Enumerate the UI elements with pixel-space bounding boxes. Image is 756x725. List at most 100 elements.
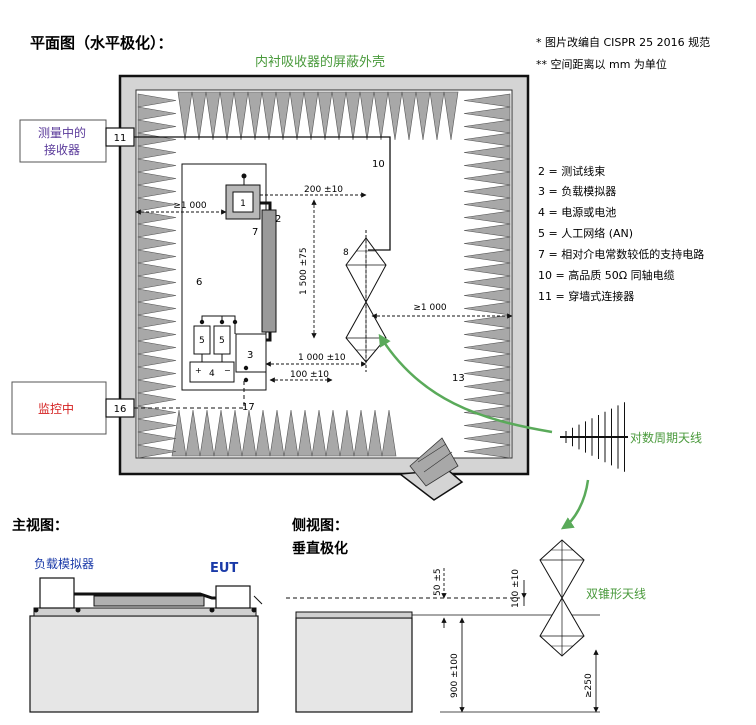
connector-16-label: 16 bbox=[114, 404, 127, 415]
absorber-cone bbox=[137, 184, 177, 199]
label-1: 1 bbox=[240, 199, 246, 209]
absorber-cone bbox=[171, 409, 187, 457]
absorber-cone bbox=[137, 301, 177, 316]
absorber-cone bbox=[429, 91, 445, 141]
absorber-cone bbox=[339, 409, 355, 457]
absorber-cone bbox=[463, 392, 511, 407]
side-dim-900: 900 ±100 bbox=[450, 653, 460, 698]
absorber-cone bbox=[137, 431, 177, 446]
absorber-cone bbox=[463, 353, 511, 368]
absorber-cone bbox=[463, 184, 511, 199]
dim-200: 200 ±10 bbox=[304, 185, 343, 195]
absorber-cone bbox=[213, 409, 229, 457]
log-antenna-label: 对数周期天线 bbox=[630, 430, 702, 445]
log-periodic-antenna bbox=[560, 402, 628, 472]
biconical-antenna-plan bbox=[345, 230, 387, 372]
dim-1000-right: ≥1 000 bbox=[413, 303, 447, 313]
receiver-label-1: 测量中的 bbox=[38, 125, 86, 140]
label-5a: 5 bbox=[199, 336, 205, 346]
shield-label: 内衬吸收器的屏蔽外壳 bbox=[255, 54, 385, 70]
label-4: 4 bbox=[209, 369, 215, 379]
absorber-cone bbox=[463, 223, 511, 238]
absorber-cone bbox=[241, 409, 257, 457]
label-8: 8 bbox=[343, 248, 349, 258]
absorber-cone bbox=[137, 106, 177, 121]
front-view-drawing bbox=[29, 577, 263, 713]
dim-1000-left: ≥1 000 bbox=[173, 201, 207, 211]
absorber-cone bbox=[275, 91, 291, 141]
monitor-group: 监控中 16 bbox=[11, 381, 135, 435]
label-6: 6 bbox=[196, 277, 202, 288]
absorber-cone bbox=[373, 91, 389, 141]
absorber-cone bbox=[137, 444, 177, 459]
absorber-cone bbox=[463, 145, 511, 160]
side-dim-250: ≥250 bbox=[584, 673, 594, 698]
side-dim-100: 100 ±10 bbox=[511, 569, 521, 608]
absorber-cone bbox=[137, 314, 177, 329]
legend-item-7: 7 = 相对介电常数较低的支持电路 bbox=[538, 247, 704, 261]
absorber-cone bbox=[283, 409, 299, 457]
absorber-cone bbox=[137, 119, 177, 134]
absorber-cone bbox=[137, 379, 177, 394]
absorber-cone bbox=[463, 431, 511, 446]
bicone-label: 双锥形天线 bbox=[586, 587, 646, 601]
absorber-cone bbox=[463, 379, 511, 394]
absorber-cone bbox=[415, 91, 431, 141]
legend-item-10: 10 = 高品质 50Ω 同轴电缆 bbox=[538, 268, 675, 282]
absorber-cone bbox=[137, 340, 177, 355]
absorber-cone bbox=[255, 409, 271, 457]
monitor-line bbox=[134, 380, 245, 409]
label-10: 10 bbox=[372, 159, 385, 170]
side-view-drawing bbox=[286, 568, 600, 713]
receiver-group: 测量中的 接收器 11 bbox=[19, 119, 135, 163]
absorber-cone bbox=[219, 91, 235, 141]
absorber-cone bbox=[191, 91, 207, 141]
absorber-cone bbox=[345, 91, 361, 141]
front-load-label: 负载模拟器 bbox=[34, 557, 94, 571]
absorber-cone bbox=[137, 275, 177, 290]
absorber-cone bbox=[463, 106, 511, 121]
legend-item-2: 2 = 测试线束 bbox=[538, 164, 605, 178]
absorber-cone bbox=[137, 171, 177, 186]
plus-sign: + bbox=[195, 366, 202, 375]
connector-11-label: 11 bbox=[114, 133, 127, 144]
absorber-cone bbox=[137, 405, 177, 420]
absorber-cone bbox=[463, 301, 511, 316]
front-eut-label: EUT bbox=[210, 561, 238, 576]
absorber-cone bbox=[137, 223, 177, 238]
absorber-cone bbox=[247, 91, 263, 141]
absorber-cone bbox=[359, 91, 375, 141]
absorber-cone bbox=[185, 409, 201, 457]
absorber-cone bbox=[289, 91, 305, 141]
support-circuit bbox=[261, 209, 277, 333]
absorber-cone bbox=[463, 366, 511, 381]
absorber-cone bbox=[137, 327, 177, 342]
absorber-cone bbox=[463, 93, 511, 108]
absorber-cone bbox=[137, 418, 177, 433]
legend: 2 = 测试线束 3 = 负载模拟器 4 = 电源或电池 5 = 人工网络 (A… bbox=[538, 164, 704, 303]
shielded-enclosure bbox=[118, 74, 530, 476]
absorber-cone bbox=[137, 158, 177, 173]
dim-1000-10: 1 000 ±10 bbox=[298, 353, 346, 363]
absorber-cone bbox=[297, 409, 313, 457]
side-view-title-2: 垂直极化 bbox=[292, 540, 348, 557]
absorber-cone bbox=[463, 197, 511, 212]
dim-100: 100 ±10 bbox=[290, 370, 329, 380]
absorber-cone bbox=[381, 409, 397, 457]
plan-view-title: 平面图（水平极化）： bbox=[30, 34, 173, 52]
absorber-cone bbox=[463, 327, 511, 342]
label-13: 13 bbox=[452, 373, 465, 384]
label-17: 17 bbox=[242, 402, 255, 413]
coax-cable bbox=[134, 136, 391, 251]
absorber-cone bbox=[137, 236, 177, 251]
absorber-cone bbox=[353, 409, 369, 457]
absorber-cone bbox=[463, 288, 511, 303]
absorber-cone bbox=[331, 91, 347, 141]
units-note: ** 空间距离以 mm 为单位 bbox=[536, 57, 667, 71]
absorber-cone bbox=[463, 236, 511, 251]
absorber-cones bbox=[137, 91, 511, 459]
eut-1: 1 bbox=[225, 173, 261, 220]
absorber-cone bbox=[137, 392, 177, 407]
absorber-cone bbox=[463, 132, 511, 147]
